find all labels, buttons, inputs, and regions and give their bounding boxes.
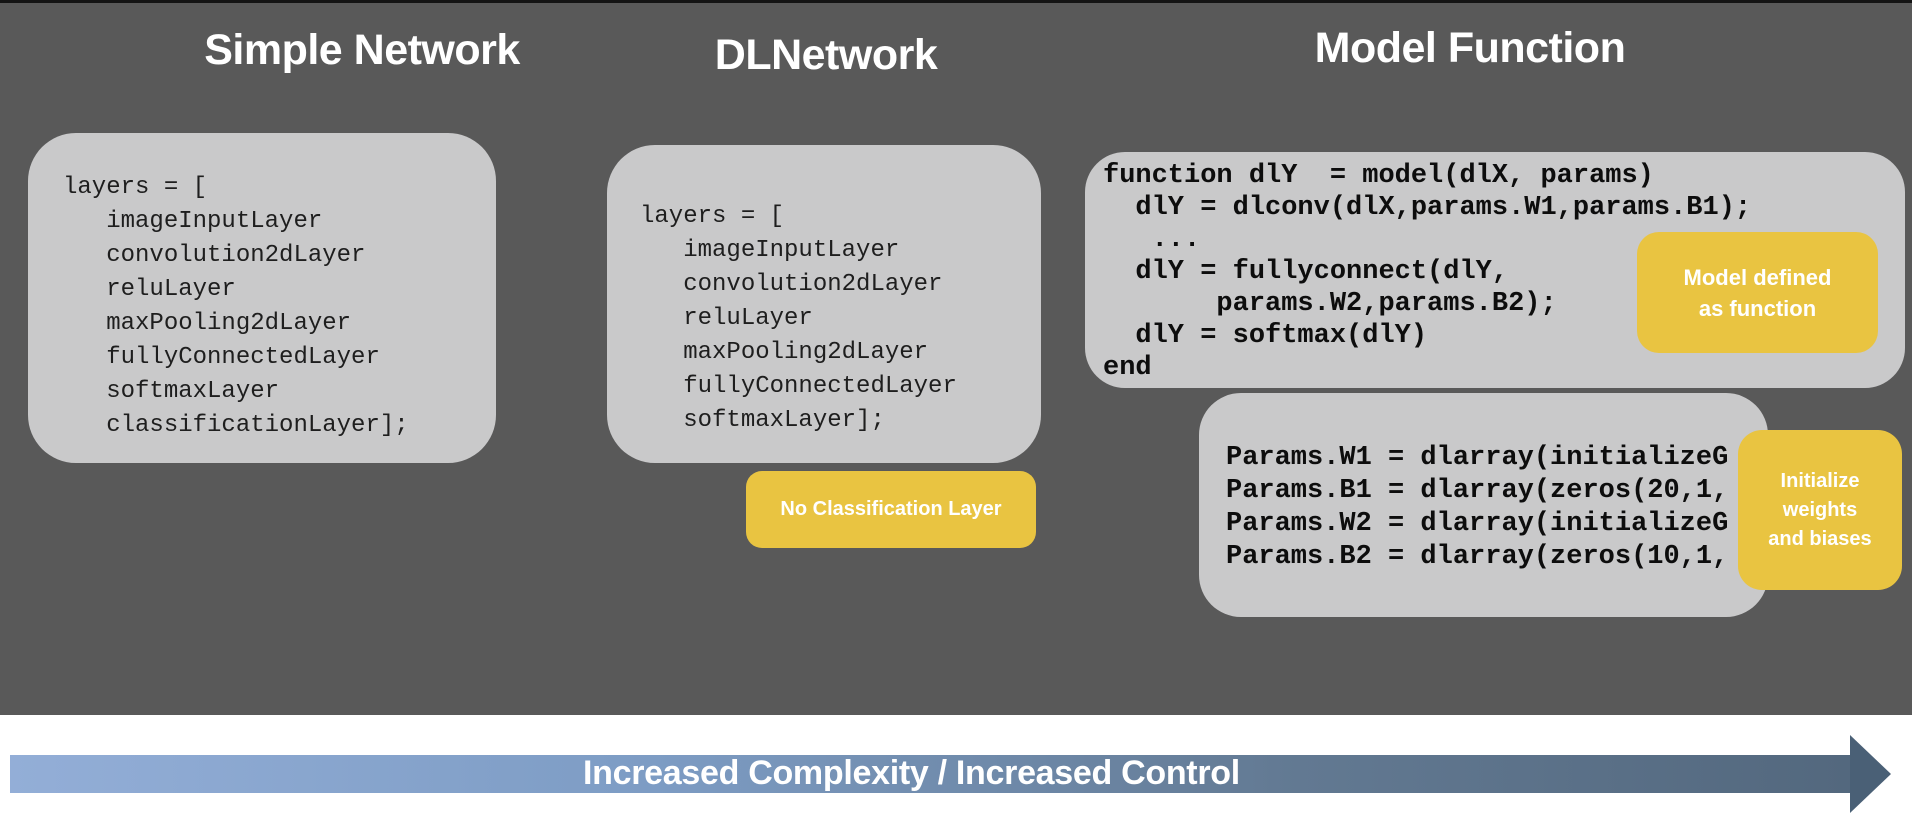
complexity-arrow-label: Increased Complexity / Increased Control [583,754,1240,792]
code-line: maxPooling2dLayer [640,339,929,366]
code-line: softmaxLayer]; [640,407,885,434]
code-line: layers = [ [63,174,208,201]
complexity-arrow-shaft [10,755,1850,793]
initialize-params-code-panel: Params.W1 = dlarray(initializeG Params.B… [1199,393,1768,617]
callout-text-line: and biases [1768,527,1872,550]
code-line: Params.B1 = dlarray(zeros(20,1, [1226,476,1729,506]
code-line: fullyConnectedLayer [63,344,380,371]
code-line: convolution2dLayer [640,271,943,298]
callout-text-line: as function [1698,295,1817,321]
code-line: ... [1103,225,1201,255]
code-line: Params.W2 = dlarray(initializeG [1226,509,1729,539]
code-line: classificationLayer]; [63,412,409,439]
code-line: dlY = softmax(dlY) [1103,321,1428,351]
complexity-arrow-head-icon [1850,735,1891,813]
code-line: imageInputLayer [63,208,323,235]
code-line: softmaxLayer [63,378,280,405]
code-line: dlY = fullyconnect(dlY, [1103,257,1509,287]
callout-text-line: weights [1782,498,1858,521]
dlnetwork-code-panel: layers = [ imageInputLayer convolution2d… [607,145,1041,463]
callout-text-line: Model defined [1683,264,1832,290]
code-line: layers = [ [640,203,785,230]
model-defined-as-function-callout: Model defined as function [1637,232,1878,353]
column-title-dlnetwork: DLNetwork [714,31,938,79]
code-line: convolution2dLayer [63,242,366,269]
no-classification-layer-callout: No Classification Layer [746,471,1036,548]
callout-text: No Classification Layer [780,498,1002,520]
code-line: maxPooling2dLayer [63,310,352,337]
code-line: params.W2,params.B2); [1103,289,1557,319]
code-line: dlY = dlconv(dlX,params.W1,params.B1); [1103,193,1752,223]
callout-text-line: Initialize [1780,469,1860,492]
top-border-line [0,0,1912,3]
code-line: imageInputLayer [640,237,900,264]
code-line: reluLayer [640,305,813,332]
initialize-weights-biases-callout: Initialize weights and biases [1738,430,1902,590]
code-line: end [1103,353,1152,383]
code-line: Params.B2 = dlarray(zeros(10,1, [1226,542,1729,572]
code-line: reluLayer [63,276,236,303]
column-title-model-function: Model Function [1314,24,1626,72]
code-line: Params.W1 = dlarray(initializeG [1226,443,1729,473]
code-line: fullyConnectedLayer [640,373,957,400]
code-line: function dlY = model(dlX, params) [1103,161,1654,191]
column-title-simple-network: Simple Network [204,26,520,74]
simple-network-code-panel: layers = [ imageInputLayer convolution2d… [28,133,496,463]
